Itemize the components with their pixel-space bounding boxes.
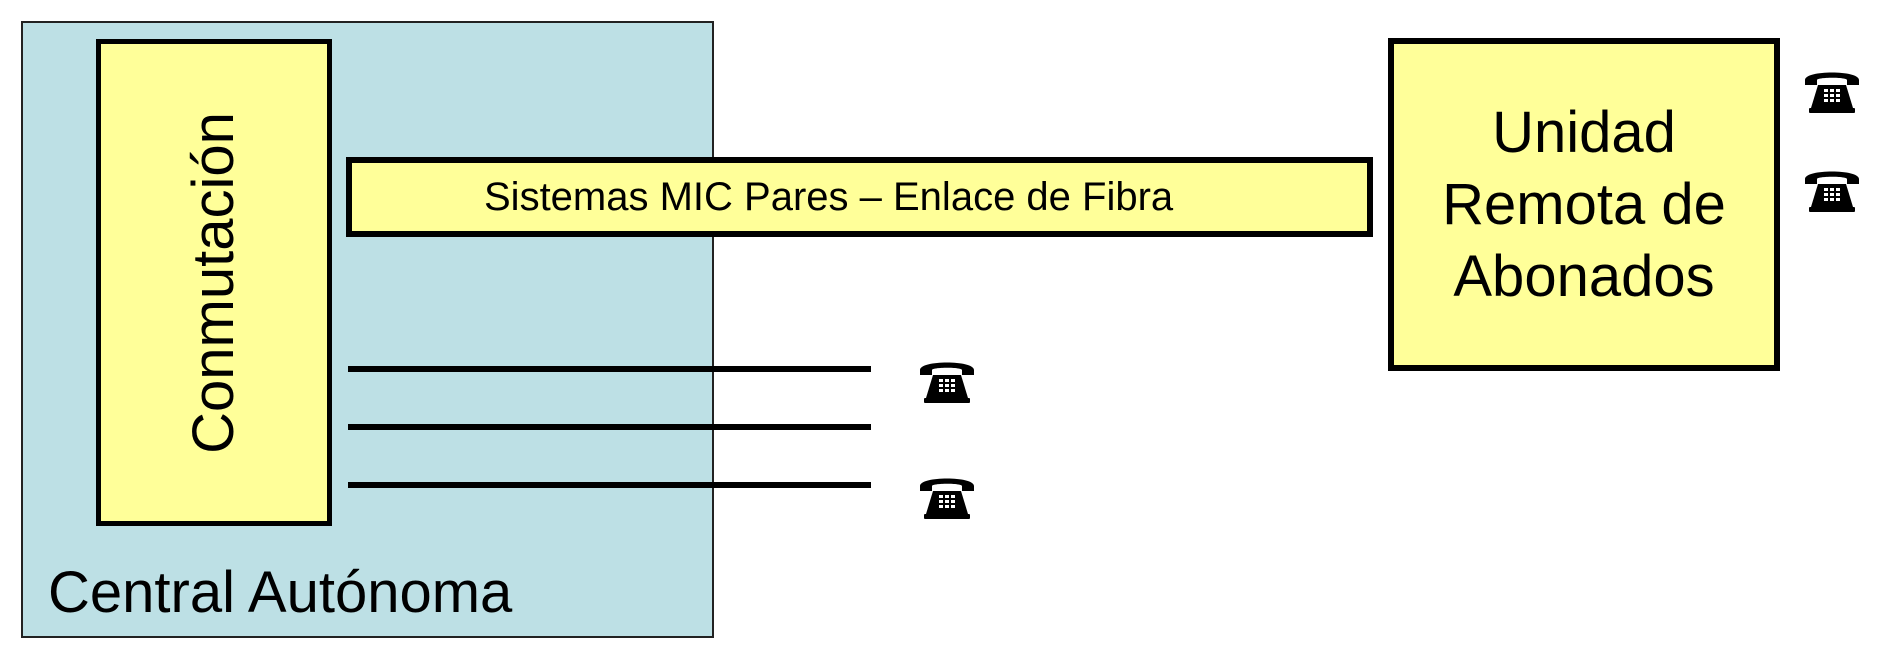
remote-unit-line-3: Abonados <box>1453 243 1715 309</box>
remote-unit-box: Unidad Remota de Abonados <box>1388 38 1780 371</box>
conmutacion-label: Conmutación <box>181 111 246 454</box>
conmutacion-box: Conmutación <box>96 39 332 526</box>
remote-unit-line-1: Unidad <box>1492 99 1676 165</box>
subscriber-line-2 <box>348 424 871 430</box>
telephone-icon <box>920 362 974 403</box>
telephone-icon <box>1805 171 1859 212</box>
fiber-link-bar: Sistemas MIC Pares – Enlace de Fibra <box>346 157 1373 237</box>
remote-unit-line-2: Remota de <box>1442 171 1726 237</box>
subscriber-line-1 <box>348 366 871 372</box>
subscriber-line-3 <box>348 482 871 488</box>
telephone-icon <box>920 478 974 519</box>
fiber-link-label: Sistemas MIC Pares – Enlace de Fibra <box>484 175 1174 219</box>
central-autonoma-label: Central Autónoma <box>48 560 513 625</box>
telephone-icon <box>1805 72 1859 113</box>
